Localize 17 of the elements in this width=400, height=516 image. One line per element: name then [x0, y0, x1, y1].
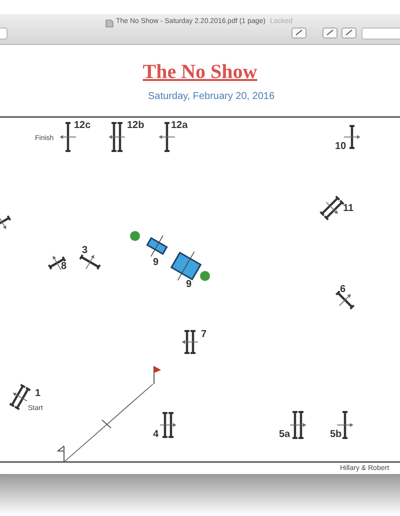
jump-number: 9	[186, 280, 192, 290]
subtitle: Saturday, February 20, 2016	[148, 92, 275, 102]
jump-number: 8	[61, 262, 67, 272]
jump-number: 12b	[127, 121, 144, 131]
jump-number: 3	[82, 246, 88, 256]
jump-number: 9	[153, 258, 159, 268]
jump-number: 5b	[330, 430, 342, 440]
jump-number: 12a	[171, 121, 188, 131]
jump-number: 11	[343, 204, 354, 214]
jump-number: 10	[335, 142, 346, 152]
jump-number: 1	[35, 389, 41, 399]
jump-number: 7	[201, 330, 207, 340]
title: The No Show	[142, 62, 258, 82]
jump-number: 6	[340, 285, 346, 295]
jump-number: 5a	[279, 430, 290, 440]
jump-number: 4	[153, 430, 159, 440]
jump-number: 12c	[74, 121, 91, 131]
